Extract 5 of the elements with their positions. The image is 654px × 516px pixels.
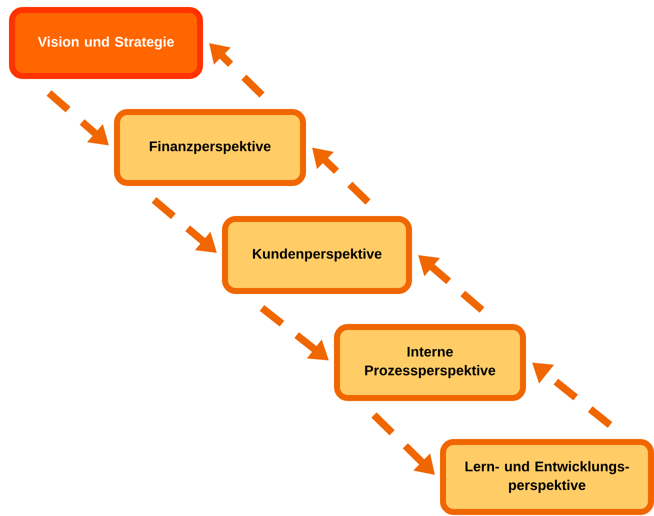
process-box: Finanzperspektive xyxy=(114,109,306,186)
process-box: Kundenperspektive xyxy=(222,216,412,294)
process-box: Interne Prozessperspektive xyxy=(334,324,526,401)
process-box: Vision und Strategie xyxy=(9,7,203,79)
process-box: Lern- und Entwicklungs-perspektive xyxy=(440,439,654,515)
